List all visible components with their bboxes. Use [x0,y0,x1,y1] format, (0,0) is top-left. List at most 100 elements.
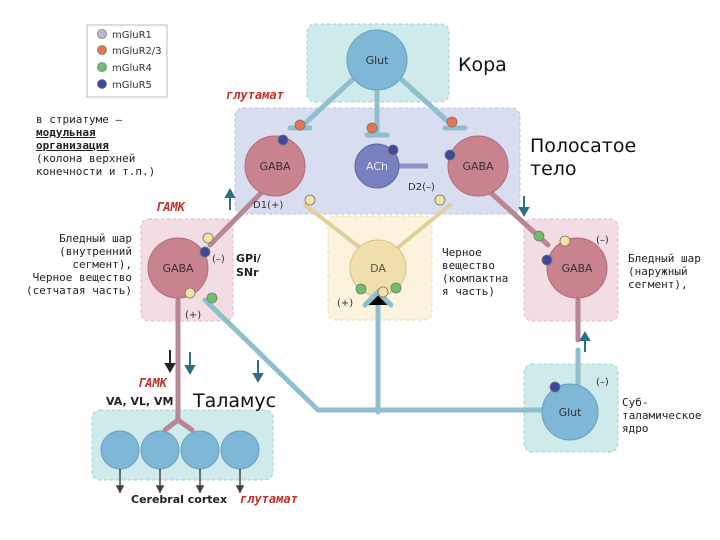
label-gpi-minus: (–) [212,254,225,265]
neuron-glut-cortex [346,29,408,91]
region-cortex: Кора [458,54,507,76]
snc-line-2: вещество [442,259,495,272]
gpi-description: Бледный шар (внутренний сегмент), Черное… [20,232,132,297]
neuron-label-da: DA [370,262,386,275]
receptor-mglur1-gpi-low [184,287,196,299]
gpi-line-3: сегмент), [72,258,132,271]
neuron-gaba-d1 [244,135,306,197]
striatum-note-line-5: конечности и т.п.) [36,165,156,178]
thal-output-1-head [115,485,125,494]
label-da-plus: (+) [337,298,353,309]
neuron-glut-stn [541,383,599,441]
receptor-mglur23-d2 [446,116,458,128]
arrowhead-striatum-down [518,207,530,218]
region-thalamus: Таламус [193,390,277,412]
region-striatum-1: Полосатое [530,135,637,157]
stn-line-3: ядро [622,422,649,435]
receptor-mglur23-ach [366,122,378,134]
label-cerebral-cortex: Cerebral cortex [131,493,227,506]
axon-d1-gpi [207,189,265,248]
snc-line-1: Черное [442,246,482,259]
thal-output-3-head [195,485,205,494]
receptor-mglur1-gpe [559,235,571,247]
gpe-line-3: сегмент), [628,278,688,291]
striatum-note: в стриатуме – модульная организация (кол… [36,113,176,178]
snc-line-3: (компактна [442,272,509,285]
thal-output-2-head [155,485,165,494]
snc-description: Черное вещество (компактна я часть) [442,246,522,298]
striatum-note-line-1: в стриатуме – [36,113,123,126]
receptor-mglur4-da-l [355,283,367,295]
striatum-note-line-4: (колона верхней [36,152,136,165]
label-glutamate-top: глутамат [226,88,284,102]
label-gpi-snr-2: SNr [236,266,259,279]
legend-dot-mglur4 [97,62,107,72]
receptor-mglur1-da [377,286,389,298]
legend-label-mglur4: mGluR4 [112,63,152,74]
stn-line-2: таламическое [622,409,702,422]
receptor-mglur4-gpi [206,292,218,304]
gpi-line-4: Черное вещество [32,271,132,284]
label-stn-minus: (–) [596,377,609,388]
label-glutamate-bottom: глутамат [240,492,298,506]
gpe-line-2: (наружный [628,265,688,278]
receptor-mglur4-da-r [390,282,402,294]
neuron-ach [354,143,400,189]
receptor-mglur5-d2 [444,149,456,161]
legend-dot-mglur23 [97,45,107,55]
axon-cortex-right [399,77,458,131]
legend-label-mglur1: mGluR1 [112,30,152,41]
gpi-line-1: Бледный шар [59,232,132,245]
neuron-label-gaba-d2: GABA [462,160,494,173]
receptor-mglur5-stn [549,381,561,393]
legend-dot-mglur5 [97,79,107,89]
arrowhead-stn-down [252,373,264,384]
gpi-line-2: (внутренний [59,245,132,258]
snc-line-4: я часть) [442,285,495,298]
neuron-thal-1 [100,430,140,470]
arrowhead-stn-up [579,330,591,341]
receptor-mglur1-gpi [202,232,214,244]
receptor-mglur23-d1 [294,119,306,131]
arrowhead-striatum-up [224,187,236,198]
neuron-thal-3 [180,430,220,470]
neuron-gaba-gpi [147,237,209,299]
label-gpi-snr-1: GPi/ [236,252,262,265]
receptor-mglur5-gpe [541,254,553,266]
gpi-line-5: (сетчатая часть) [26,284,132,297]
receptor-mglur1-d2 [434,194,446,206]
arrowhead-gpi-down-black [164,363,176,374]
legend-dot-mglur1 [97,29,107,39]
neuron-label-gaba-gpi: GABA [162,262,194,275]
label-gpi-plus: (+) [185,310,201,321]
legend-label-mglur23: mGluR2/3 [112,46,162,57]
receptor-mglur1-d1 [304,194,316,206]
neuron-thal-2 [140,430,180,470]
receptor-mglur5-ach [387,144,399,156]
receptor-mglur5-d1 [277,134,289,146]
neuron-label-ach: ACh [366,160,388,173]
neuron-label-glut-cortex: Glut [366,54,390,67]
axon-da-left [303,203,365,252]
label-thalamus-nuclei: VA, VL, VM [106,395,173,408]
receptor-mglur4-gpe [533,230,545,242]
striatum-note-line-3: организация [36,139,109,152]
receptor-mglur5-gpi [199,246,211,258]
axon-cortex-left [297,77,355,131]
neuron-gaba-d2 [447,135,509,197]
gpe-line-1: Бледный шар [628,252,701,265]
neuron-thal-4 [220,430,260,470]
axon-thal-branch-r [175,417,195,433]
axon-stn-gpi [202,297,545,413]
label-gpe-minus: (–) [596,235,609,246]
gpe-description: Бледный шар (наружный сегмент), [628,252,718,291]
label-gaba-bottom: ГАМК [138,376,167,390]
stn-line-1: Суб- [622,396,649,409]
neuron-label-gaba-gpe: GABA [561,262,593,275]
legend-label-mglur5: mGluR5 [112,80,152,91]
neuron-gaba-gpe [546,237,608,299]
label-d1: D1(+) [253,200,283,211]
region-striatum-2: тело [530,158,577,180]
label-d2: D2(–) [408,182,435,193]
